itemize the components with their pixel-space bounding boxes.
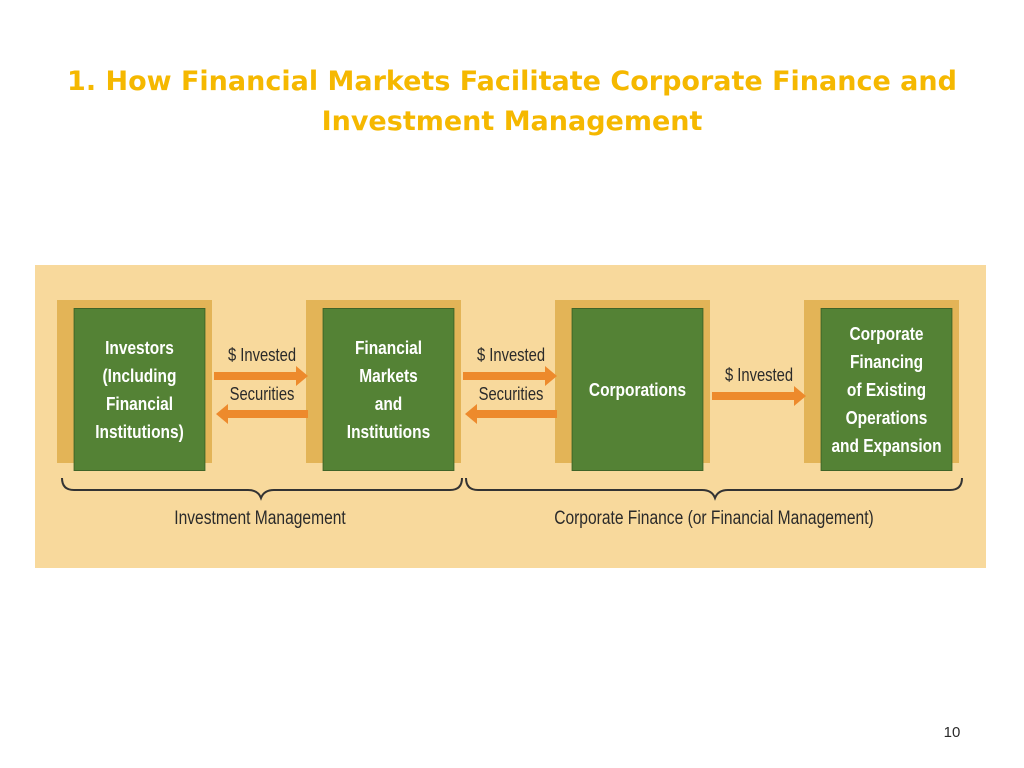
corporate-financing-box-line: of Existing <box>846 379 927 400</box>
slide-title-line-1: 1. How Financial Markets Facilitate Corp… <box>67 66 957 97</box>
securities-arrow-1 <box>216 404 308 424</box>
investors-box: Investors (Including Financial Instituti… <box>73 308 206 471</box>
investors-box-line: Financial <box>105 393 174 414</box>
invested-arrow-2 <box>463 366 557 386</box>
flow-label-securities-2: Securities <box>478 384 544 404</box>
corporate-financing-box: Corporate Financing of Existing Operatio… <box>820 308 953 471</box>
corporations-box-line: Corporations <box>588 379 687 400</box>
slide-title: 1. How Financial Markets Facilitate Corp… <box>60 62 964 142</box>
investment-management-label: Investment Management <box>174 508 346 529</box>
financial-markets-box-line: and <box>374 393 403 414</box>
flow-label-securities-1: Securities <box>229 384 295 404</box>
corporate-financing-box-line: Operations <box>845 407 928 428</box>
securities-arrow-2 <box>465 404 557 424</box>
investors-box-line: (Including <box>102 365 177 386</box>
corporate-financing-box-line: Financing <box>849 351 924 372</box>
corporate-finance-label: Corporate Finance (or Financial Manageme… <box>554 508 874 529</box>
invested-arrow-3 <box>712 386 806 406</box>
financial-markets-box-line: Institutions <box>346 421 431 442</box>
corporate-financing-box-line: and Expansion <box>831 435 942 456</box>
flow-label-invested-1: $ Invested <box>227 345 297 365</box>
investment-management-bracket <box>61 477 463 501</box>
slide-title-line-2: Investment Management <box>321 106 703 137</box>
page-number: 10 <box>943 724 961 741</box>
financial-markets-box-line: Markets <box>359 365 418 386</box>
financial-markets-box: Financial Markets and Institutions <box>322 308 455 471</box>
flow-label-invested-3: $ Invested <box>724 365 794 385</box>
financial-markets-box-line: Financial <box>354 337 423 358</box>
investors-box-line: Institutions) <box>95 421 184 442</box>
investors-box-line: Investors <box>105 337 174 358</box>
invested-arrow-1 <box>214 366 308 386</box>
corporations-box: Corporations <box>571 308 704 471</box>
flow-label-invested-2: $ Invested <box>476 345 546 365</box>
corporate-financing-box-line: Corporate <box>849 323 924 344</box>
corporate-finance-bracket <box>465 477 963 501</box>
